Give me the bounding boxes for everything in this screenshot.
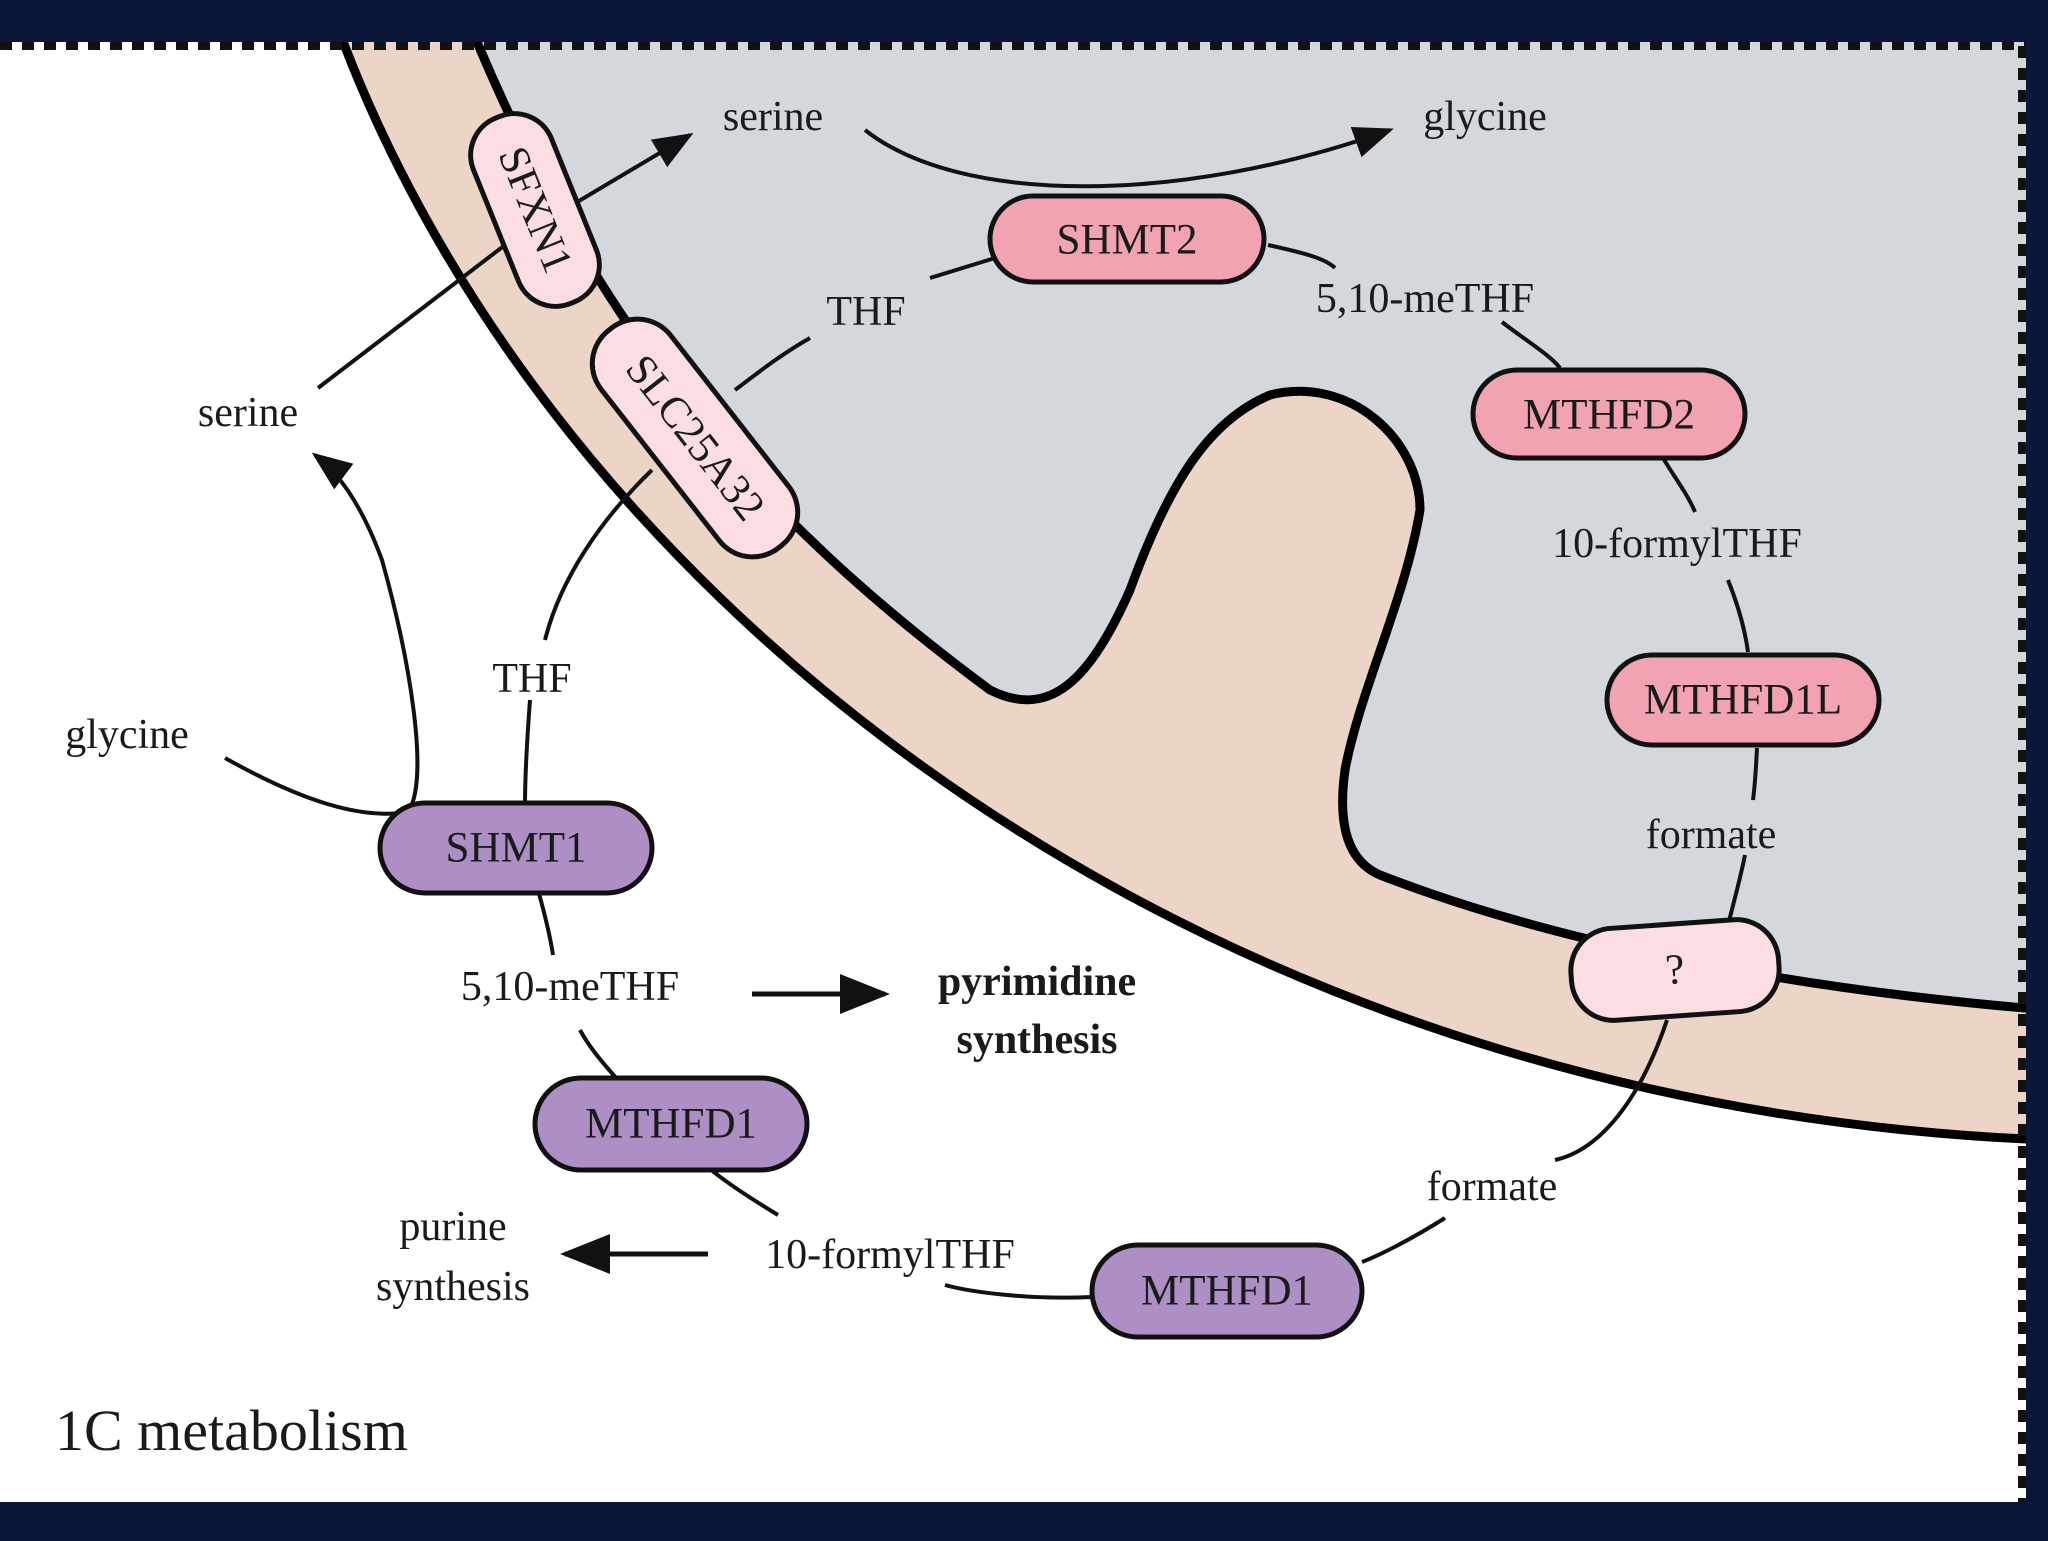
mthfd1-upper-enzyme: MTHFD1 [532,1075,810,1173]
shmt1-reaction-arrow [224,452,420,816]
mthfd1-lower-enzyme: MTHFD1 [1089,1242,1365,1340]
mito-thf-label: THF [826,289,905,335]
unknown-formate-transporter: ? [1568,917,1782,1023]
shmt2-to-methf-line [1267,243,1337,270]
mito-formate-label: formate [1646,812,1777,858]
cyto-serine-label: serine [198,390,298,436]
cyto-formylthf-label: 10-formylTHF [765,1232,1015,1278]
purine-synthesis-line2: synthesis [376,1264,530,1310]
slc25a32-transporter: SLC25A32 [589,316,801,560]
mthfd1l-to-formate-line [1751,747,1759,801]
shmt2-label: SHMT2 [1057,217,1198,264]
formylthf-to-mthfd1l-line [1726,579,1750,653]
shmt2-enzyme: SHMT2 [987,193,1267,285]
mthfd1-to-formylthf-line [944,1283,1093,1300]
cyto-formate-label: formate [1427,1164,1558,1210]
formate-to-mthfd1-line [1361,1216,1447,1264]
cyto-methf-label: 5,10-meTHF [461,964,679,1010]
shmt1-enzyme: SHMT1 [377,800,655,896]
transporter-to-formate-line [1554,1019,1669,1162]
pyrimidine-synthesis-line2: synthesis [956,1017,1117,1063]
mthfd2-enzyme: MTHFD2 [1470,367,1748,461]
mthfd1-upper-label: MTHFD1 [585,1101,757,1148]
mthfd1-lower-label: MTHFD1 [1141,1268,1313,1315]
thf-to-shmt1-line [523,699,532,806]
diagram-title: 1C metabolism [55,1398,408,1463]
unknown-transporter-label: ? [1664,946,1686,994]
mthfd2-label: MTHFD2 [1523,392,1695,439]
pyrimidine-synthesis-line1: pyrimidine [938,959,1136,1005]
cyto-thf-label: THF [492,656,571,702]
shmt2-reaction-arrow [863,127,1394,189]
purine-synthesis-line1: purine [399,1204,506,1250]
mito-glycine-label: glycine [1423,94,1547,140]
shmt1-to-methf-line [536,889,555,956]
thf-to-slc25a32-line [733,336,811,392]
mthfd1l-enzyme: MTHFD1L [1604,652,1882,748]
mito-formylthf-label: 10-formylTHF [1552,521,1802,567]
methf-to-mthfd2-line [1500,320,1562,370]
mthfd1-to-methf-line [578,1029,620,1082]
mthfd1l-label: MTHFD1L [1644,677,1842,724]
cyto-glycine-label: glycine [65,712,189,758]
mito-serine-label: serine [723,94,823,140]
shmt1-label: SHMT1 [446,825,587,872]
mitochondrial-matrix [472,42,2026,1013]
thf-to-shmt2-line [929,256,996,280]
slc25a32-to-thf-line [543,468,654,641]
mito-methf-label: 5,10-meTHF [1316,276,1534,322]
mthfd2-to-formylthf-line [1661,456,1697,513]
